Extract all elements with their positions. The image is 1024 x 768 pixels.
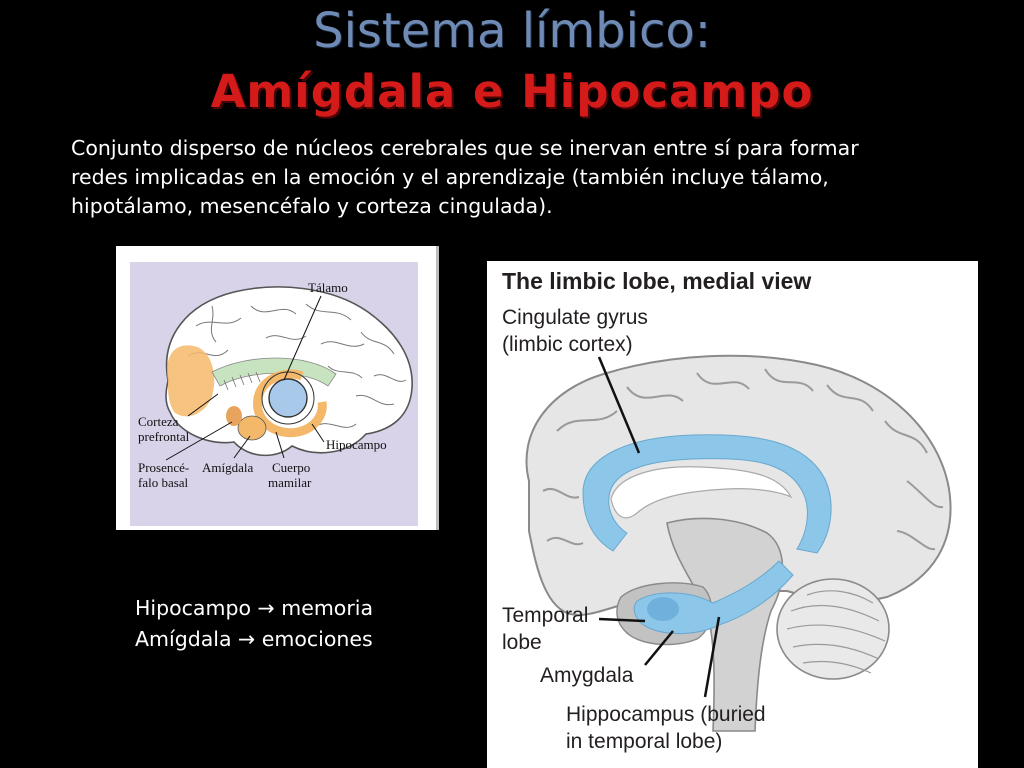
label-temporal: Temporal	[502, 604, 589, 627]
hatching	[223, 371, 261, 391]
label-amigdala: Amígdala	[202, 460, 253, 475]
limbic-lobe-figure: The limbic lobe, medial view Cingulate g…	[487, 261, 978, 768]
summary-list: Hipocampo → memoria Amígdala → emociones	[135, 593, 373, 655]
brain-medial-illustration	[525, 354, 952, 732]
label-limbic-cortex: (limbic cortex)	[502, 333, 633, 356]
label-corteza: Corteza	[138, 414, 179, 429]
label-temporal-lobe-note: in temporal lobe)	[566, 730, 723, 753]
description-line: redes implicadas en la emoción y el apre…	[71, 165, 829, 189]
leader-lines	[165, 295, 325, 461]
description-line: hipotálamo, mesencéfalo y corteza cingul…	[71, 194, 553, 218]
figure-heading: The limbic lobe, medial view	[502, 268, 812, 294]
leader-lines-right	[597, 356, 721, 698]
amygdala-region	[647, 597, 679, 621]
summary-amigdala: Amígdala → emociones	[135, 627, 373, 651]
description-line: Conjunto disperso de núcleos cerebrales …	[71, 136, 859, 160]
prefrontal-cortex-region	[167, 345, 215, 417]
description-text: Conjunto disperso de núcleos cerebrales …	[71, 134, 971, 221]
cerebellum	[776, 578, 890, 680]
medial-gyri	[542, 368, 944, 551]
slide-subtitle: Amígdala e Hipocampo	[210, 65, 814, 118]
label-cuerpo: Cuerpo	[272, 460, 310, 475]
label-mamilar: mamilar	[268, 475, 312, 490]
cingulate-gyrus-region	[582, 434, 832, 554]
label-prosencefalo: Prosencé-	[138, 460, 189, 475]
label-cingulate-gyrus: Cingulate gyrus	[502, 306, 648, 329]
label-talamo: Tálamo	[308, 280, 348, 295]
brain-lateral-figure: Tálamo Corteza prefrontal Hipocampo Pros…	[116, 246, 439, 530]
label-hippocampus: Hippocampus (buried	[566, 703, 766, 726]
hippocampus-shape	[253, 369, 327, 438]
gyri-lines	[187, 303, 407, 428]
limbic-strip	[211, 357, 337, 387]
summary-hipocampo: Hipocampo → memoria	[135, 596, 374, 620]
basal-forebrain-shape	[226, 406, 242, 426]
slide-title: Sistema límbico:	[313, 3, 711, 59]
label-falo-basal: falo basal	[138, 475, 189, 490]
cerebellum-folia	[786, 590, 886, 674]
label-amygdala: Amygdala	[540, 664, 634, 687]
thalamus-shape	[268, 378, 308, 418]
corpus-callosum	[610, 466, 793, 519]
label-prefrontal: prefrontal	[138, 429, 190, 444]
label-lobe: lobe	[502, 631, 542, 654]
label-hipocampo: Hipocampo	[326, 437, 387, 452]
brain-lateral-illustration: Tálamo Corteza prefrontal Hipocampo Pros…	[130, 262, 418, 526]
amygdala-shape	[237, 415, 267, 441]
